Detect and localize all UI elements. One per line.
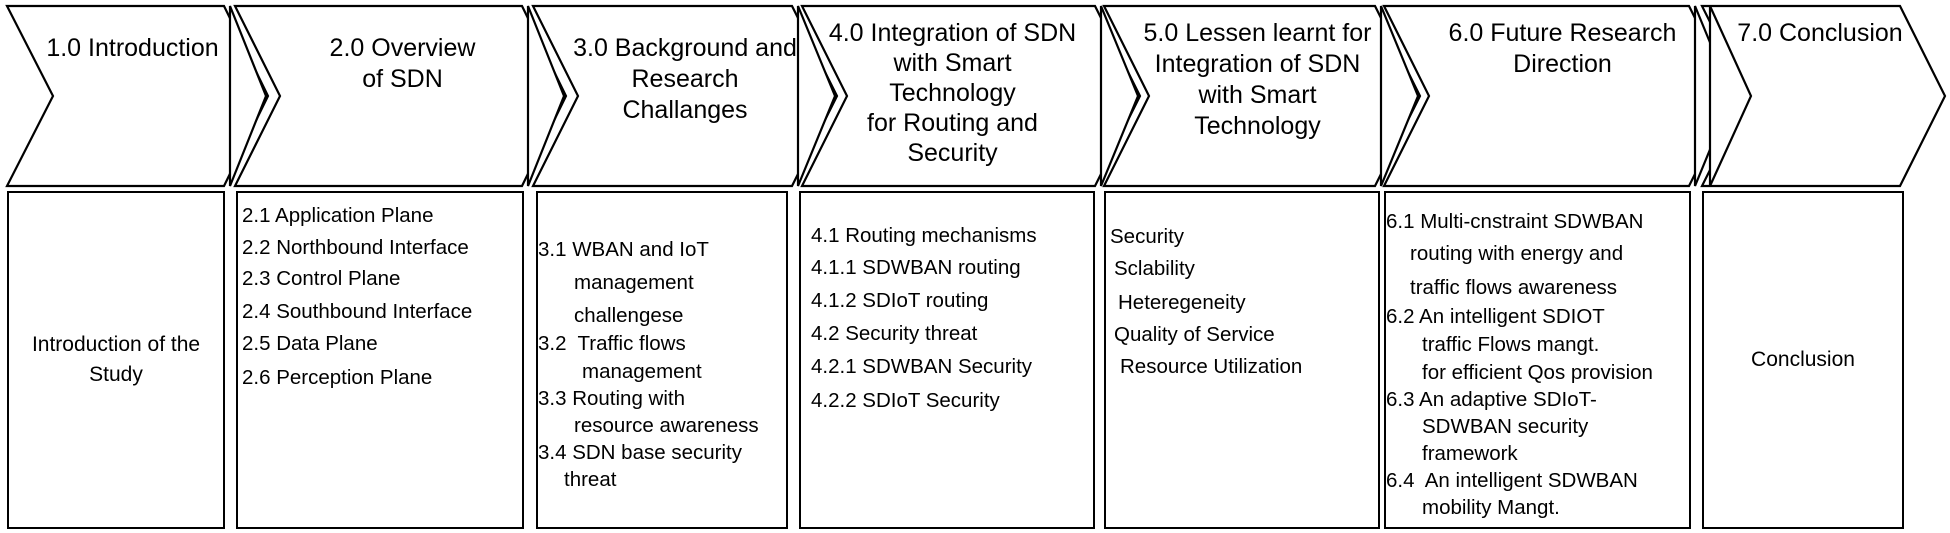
list-item: traffic flows awareness (1410, 276, 1617, 299)
list-item: mobility Mangt. (1422, 496, 1560, 519)
section-title-7: 7.0 Conclusion (1737, 19, 1903, 47)
list-item: 3.2 Traffic flows (538, 332, 686, 355)
list-item: 4.1.1 SDWBAN routing (811, 256, 1021, 279)
section-box-5: Security Sclability Heteregeneity Qualit… (1104, 191, 1380, 529)
list-item: 4.2.1 SDWBAN Security (811, 355, 1033, 378)
chevron-outer-2 (233, 4, 568, 188)
list-item: 3.4 SDN base security (538, 441, 742, 464)
chevron-inner-5 (1379, 5, 1420, 187)
chevron-inner-2 (526, 5, 566, 187)
chevron-inner-3 (796, 5, 837, 187)
list-item: routing with energy and (1410, 242, 1624, 265)
section-box-3: 3.1 WBAN and IoT management challengese … (536, 191, 788, 529)
section-box-2: 2.1 Application Plane 2.2 Northbound Int… (236, 191, 524, 529)
section-box-7: Conclusion (1702, 191, 1904, 529)
section-title-2: 2.0 Overview of SDN (329, 34, 476, 93)
list-item: challengese (574, 304, 684, 327)
list-item: 4.2.2 SDIoT Security (811, 389, 1000, 412)
list-item: Heteregeneity (1118, 291, 1246, 314)
list-item: 3.1 WBAN and IoT (538, 238, 709, 261)
list-item: 2.3 Control Plane (242, 267, 401, 290)
list-item: 4.1 Routing mechanisms (811, 224, 1037, 247)
list-item: 4.2 Security threat (811, 322, 978, 345)
list-item: 2.2 Northbound Interface (242, 236, 469, 259)
list-item: 4.1.2 SDIoT routing (811, 289, 989, 312)
chevron-outer-4 (800, 4, 1142, 188)
list-item: framework (1422, 442, 1518, 465)
chevron-inner-1 (228, 5, 268, 187)
list-item: threat (564, 468, 617, 491)
list-item: Quality of Service (1114, 323, 1275, 346)
list-item: Security (1110, 225, 1185, 248)
section-title-5: 5.0 Lessen learnt for Integration of SDN… (1143, 19, 1372, 140)
section-summary-7: Conclusion (1751, 348, 1855, 371)
list-item: management (574, 271, 694, 294)
list-item: Resource Utilization (1120, 355, 1303, 378)
list-item: 2.1 Application Plane (242, 204, 434, 227)
section-title-4: 4.0 Integration of SDN with Smart Techno… (828, 19, 1077, 167)
list-item: Sclability (1114, 257, 1195, 280)
section-title-3: 3.0 Background and Research Challanges (573, 34, 797, 124)
list-item: 2.6 Perception Plane (242, 366, 433, 389)
chevron-outer-6 (1382, 4, 1736, 188)
list-item: resource awareness (574, 414, 759, 437)
list-item: for efficient Qos provision (1422, 361, 1653, 384)
chevron-outer-1 (5, 4, 270, 188)
list-item: 3.3 Routing with (538, 387, 686, 410)
chevron-outer-5 (1102, 4, 1422, 188)
section-title-6: 6.0 Future Research Direction (1448, 19, 1677, 78)
section-box-6: 6.1 Multi-cnstraint SDWBAN routing with … (1384, 191, 1691, 529)
list-item: 2.5 Data Plane (242, 332, 378, 355)
list-item: management (582, 360, 702, 383)
list-item: 6.1 Multi-cnstraint SDWBAN (1386, 210, 1644, 233)
list-item: traffic Flows mangt. (1422, 333, 1600, 356)
list-item: SDWBAN security (1422, 415, 1589, 438)
chevron-inner-7 (1708, 5, 1753, 187)
list-item: 2.4 Southbound Interface (242, 300, 473, 323)
section-box-4: 4.1 Routing mechanisms 4.1.1 SDWBAN rout… (799, 191, 1095, 529)
chevron-inner-4 (1099, 5, 1140, 187)
section-title-1: 1.0 Introduction (46, 34, 219, 62)
chevron-outer-3 (531, 4, 839, 188)
list-item: 6.4 An intelligent SDWBAN (1386, 469, 1638, 492)
list-item: 6.3 An adaptive SDIoT- (1386, 388, 1597, 411)
list-item: 6.2 An intelligent SDIOT (1386, 305, 1605, 328)
section-box-1: Introduction of the Study (7, 191, 225, 529)
section-summary-1: Introduction of the Study (31, 333, 201, 386)
